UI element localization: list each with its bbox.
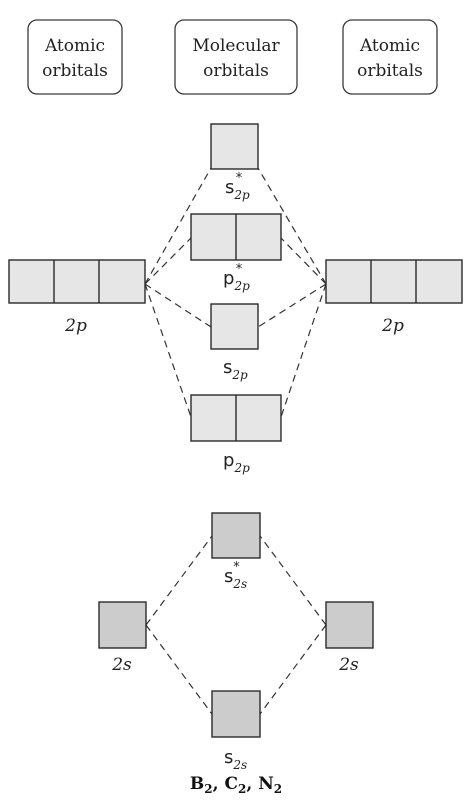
header-molecular-orbitals: Molecular orbitals [174,19,298,95]
header-left-line1: Atomic [44,36,105,56]
connector-right-sigma-2s [259,624,327,715]
label-sigma-star-2s: s2s* [224,560,247,591]
connector-left-sigma-2p [144,283,212,328]
orbital-right-2s [325,601,374,649]
label-right-2s: 2s [338,655,359,675]
header-right-line1: Atomic [359,36,420,56]
label-sigma-2s: s2s [224,747,247,772]
label-sigma-star-2p: s2p* [225,171,250,202]
label-pi-2p: p2p [223,450,250,475]
label-pi-star-2p: p2p* [223,262,250,293]
header-atomic-orbitals-left: Atomic orbitals [27,19,123,95]
connector-left-pi-star-2p [144,237,192,285]
header-center-line2: orbitals [203,61,269,81]
connector-right-pi-star-2p [280,237,327,285]
connector-right-pi-2p [280,283,327,418]
connector-right-sigma-2p [257,283,327,328]
connectors-2p [144,167,327,418]
diagram-footer-molecules: B2, C2, N2 [190,774,282,796]
label-left-2s: 2s [111,655,132,675]
connector-left-sigma-2s [145,624,213,715]
connector-right-sigma-star-2p [257,167,327,285]
header-right-line2: orbitals [357,61,423,81]
orbital-sigma-star-2p [210,123,259,170]
orbital-pi-2p [190,394,282,442]
connector-right-sigma-star-2s [259,535,327,626]
connector-left-sigma-star-2s [145,535,213,626]
connector-left-pi-2p [144,283,192,418]
orbital-left-2p [8,259,146,304]
label-sigma-2p: s2p [223,357,248,382]
orbital-sigma-2p [210,303,259,350]
header-left-line2: orbitals [42,61,108,81]
orbital-right-2p [325,259,463,304]
connectors-2s [145,535,327,715]
orbital-sigma-star-2s [211,512,261,559]
orbital-sigma-2s [211,690,261,738]
label-left-2p: 2p [64,316,87,336]
header-center-line1: Molecular [192,36,280,56]
orbital-left-2s [98,601,147,649]
connector-left-sigma-star-2p [144,167,212,285]
label-right-2p: 2p [381,316,404,336]
header-atomic-orbitals-right: Atomic orbitals [342,19,438,95]
orbital-pi-star-2p [190,213,282,261]
